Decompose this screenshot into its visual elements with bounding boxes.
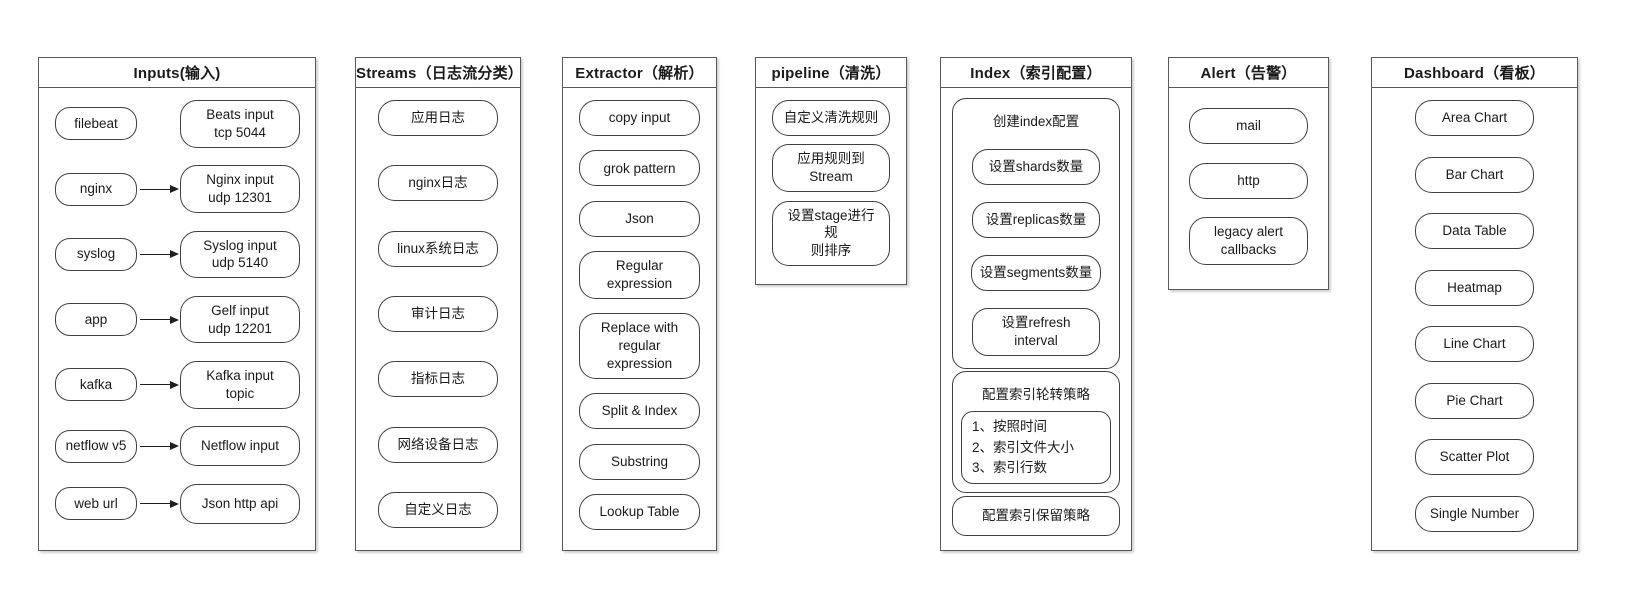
target-node-syslog-input: Syslog input udp 5140: [180, 230, 300, 279]
streams-column-title: Streams（日志流分类）: [356, 65, 524, 82]
arrow-right-icon: [140, 380, 179, 389]
extractor-node-substring: Substring: [579, 443, 700, 480]
alert-column: Alert（告警） mail http legacy alert callbac…: [1168, 57, 1329, 290]
extractor-node-lookup-table: Lookup Table: [579, 493, 700, 530]
index-node-segments: 设置segments数量: [970, 255, 1102, 291]
extractor-column: Extractor（解析） copy input grok pattern Js…: [562, 57, 717, 551]
pipeline-column-title: pipeline（清洗）: [771, 65, 891, 82]
extractor-node-split-index: Split & Index: [579, 393, 700, 430]
target-node-beats-input: Beats input tcp 5044: [180, 100, 300, 148]
rotation-option-by-row-count: 3、索引行数: [972, 459, 1048, 475]
input-row-netflow: netflow v5 Netflow input: [55, 426, 300, 467]
alert-column-title: Alert（告警）: [1200, 65, 1297, 82]
arrow-right-icon: [140, 315, 179, 324]
streams-column-header: Streams（日志流分类）: [356, 58, 524, 88]
stream-node-metric-log: 指标日志: [378, 361, 498, 398]
index-rotation-strategy-title: 配置索引轮转策略: [982, 387, 1090, 403]
alert-node-legacy-callbacks: legacy alert callbacks: [1189, 217, 1308, 265]
pipeline-node-apply-rules-to-stream: 应用规则到 Stream: [772, 144, 890, 193]
streams-column: Streams（日志流分类） 应用日志 nginx日志 linux系统日志 审计…: [355, 57, 524, 551]
extractor-node-regular-expression: Regular expression: [579, 251, 700, 299]
index-node-shards: 设置shards数量: [972, 149, 1100, 185]
stream-node-nginx-log: nginx日志: [378, 165, 498, 202]
index-create-config-title: 创建index配置: [992, 114, 1080, 129]
dashboard-node-area-chart: Area Chart: [1415, 100, 1534, 136]
inputs-column-body: filebeat Beats input tcp 5044 nginx Ngin…: [39, 88, 315, 550]
input-row-web-url: web url Json http api: [55, 483, 300, 524]
rotation-option-by-time: 1、按照时间: [972, 419, 1048, 435]
index-column: Index（索引配置） 创建index配置 设置shards数量 设置repli…: [940, 57, 1132, 551]
dashboard-column-body: Area Chart Bar Chart Data Table Heatmap …: [1372, 88, 1577, 550]
source-node-app: app: [55, 303, 137, 337]
extractor-column-body: copy input grok pattern Json Regular exp…: [563, 88, 716, 550]
dashboard-node-scatter-plot: Scatter Plot: [1415, 439, 1534, 476]
arrow-right-icon: [140, 499, 179, 508]
target-node-kafka-input: Kafka input topic: [180, 361, 300, 409]
index-node-replicas: 设置replicas数量: [972, 202, 1100, 238]
dashboard-node-single-number: Single Number: [1415, 495, 1534, 532]
stream-node-custom-log: 自定义日志: [378, 491, 498, 528]
dashboard-column-title: Dashboard（看板）: [1404, 65, 1545, 82]
arrow-right-icon: [140, 250, 179, 259]
pipeline-column-header: pipeline（清洗）: [756, 58, 906, 88]
alert-node-mail: mail: [1189, 108, 1308, 144]
extractor-column-header: Extractor（解析）: [563, 58, 716, 88]
input-row-filebeat: filebeat Beats input tcp 5044: [55, 100, 300, 148]
dashboard-node-bar-chart: Bar Chart: [1415, 156, 1534, 193]
index-create-config-group: 创建index配置 设置shards数量 设置replicas数量 设置segm…: [952, 98, 1120, 369]
streams-column-body: 应用日志 nginx日志 linux系统日志 审计日志 指标日志 网络设备日志 …: [356, 88, 520, 550]
rotation-option-by-file-size: 2、索引文件大小: [972, 439, 1075, 455]
index-retention-strategy-node: 配置索引保留策略: [952, 496, 1120, 536]
index-node-refresh-interval: 设置refresh interval: [972, 308, 1100, 356]
index-rotation-strategy-group: 配置索引轮转策略 1、按照时间 2、索引文件大小 3、索引行数: [952, 371, 1120, 494]
alert-column-header: Alert（告警）: [1169, 58, 1328, 88]
source-node-filebeat: filebeat: [55, 107, 137, 141]
index-column-title: Index（索引配置）: [970, 65, 1102, 82]
stream-node-linux-log: linux系统日志: [378, 230, 498, 267]
source-node-web-url: web url: [55, 487, 137, 521]
alert-node-http: http: [1189, 162, 1308, 199]
pipeline-column-body: 自定义清洗规则 应用规则到 Stream 设置stage进行规 则排序: [756, 88, 906, 284]
alert-column-body: mail http legacy alert callbacks: [1169, 88, 1328, 289]
dashboard-node-pie-chart: Pie Chart: [1415, 382, 1534, 419]
extractor-node-json: Json: [579, 200, 700, 237]
inputs-column-title: Inputs(输入): [133, 65, 221, 82]
extractor-node-copy-input: copy input: [579, 100, 700, 136]
stream-node-network-device-log: 网络设备日志: [378, 426, 498, 463]
input-row-app: app Gelf input udp 12201: [55, 295, 300, 344]
inputs-column: Inputs(输入) filebeat Beats input tcp 5044…: [38, 57, 316, 551]
pipeline-node-stage-ordering: 设置stage进行规 则排序: [772, 200, 890, 266]
arrow-right-icon: [140, 184, 179, 193]
extractor-column-title: Extractor（解析）: [575, 65, 704, 82]
index-rotation-options-box: 1、按照时间 2、索引文件大小 3、索引行数: [961, 411, 1111, 485]
source-node-kafka: kafka: [55, 368, 137, 402]
dashboard-node-heatmap: Heatmap: [1415, 269, 1534, 306]
source-node-netflow-v5: netflow v5: [55, 429, 137, 463]
dashboard-column-header: Dashboard（看板）: [1372, 58, 1577, 88]
stream-node-app-log: 应用日志: [378, 100, 498, 136]
dashboard-column: Dashboard（看板） Area Chart Bar Chart Data …: [1371, 57, 1578, 551]
inputs-column-header: Inputs(输入): [39, 58, 315, 88]
target-node-nginx-input: Nginx input udp 12301: [180, 165, 300, 213]
index-column-body: 创建index配置 设置shards数量 设置replicas数量 设置segm…: [941, 88, 1131, 550]
input-row-kafka: kafka Kafka input topic: [55, 361, 300, 409]
arrow-right-icon: [140, 442, 179, 451]
source-node-syslog: syslog: [55, 237, 137, 271]
pipeline-node-custom-rules: 自定义清洗规则: [772, 100, 890, 136]
input-row-nginx: nginx Nginx input udp 12301: [55, 165, 300, 213]
stream-node-audit-log: 审计日志: [378, 295, 498, 332]
extractor-node-replace-with-regex: Replace with regular expression: [579, 313, 700, 379]
dashboard-node-data-table: Data Table: [1415, 213, 1534, 250]
target-node-netflow-input: Netflow input: [180, 426, 300, 467]
index-column-header: Index（索引配置）: [941, 58, 1131, 88]
dashboard-node-line-chart: Line Chart: [1415, 326, 1534, 363]
input-row-syslog: syslog Syslog input udp 5140: [55, 230, 300, 279]
source-node-nginx: nginx: [55, 172, 137, 206]
extractor-node-grok-pattern: grok pattern: [579, 150, 700, 187]
target-node-json-http-api: Json http api: [180, 483, 300, 524]
target-node-gelf-input: Gelf input udp 12201: [180, 295, 300, 344]
pipeline-column: pipeline（清洗） 自定义清洗规则 应用规则到 Stream 设置stag…: [755, 57, 907, 285]
